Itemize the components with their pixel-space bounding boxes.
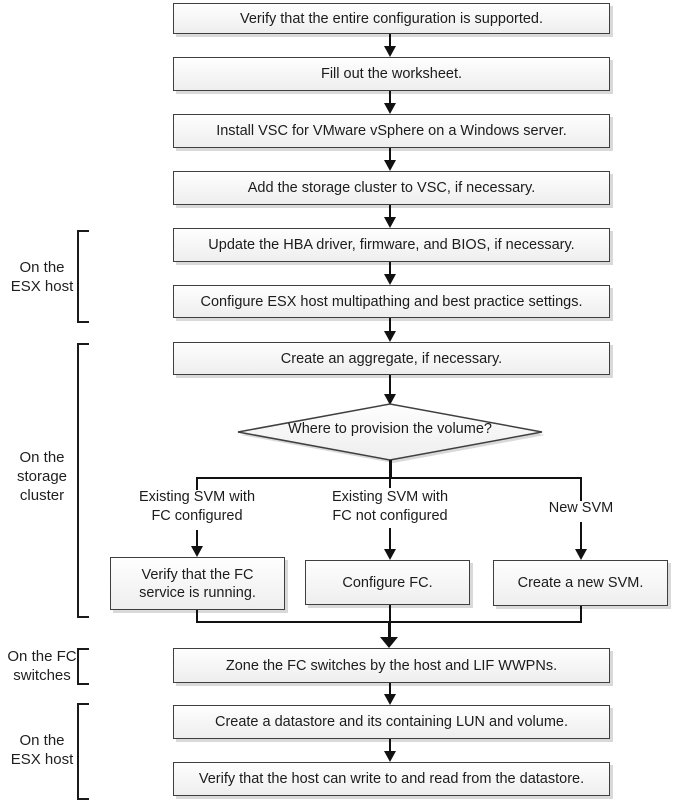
step-box-install-vsc: Install VSC for VMware vSphere on a Wind…	[173, 114, 610, 148]
connector-line	[196, 530, 198, 547]
connector-line	[389, 739, 391, 751]
branch-label-existing-svm-fc-configured: Existing SVM with FC configured	[138, 489, 256, 524]
connector-line	[580, 606, 582, 623]
arrow-down-icon	[384, 331, 396, 342]
arrow-down-icon	[384, 751, 396, 762]
arrow-down-icon	[384, 160, 396, 171]
connector-line	[389, 375, 391, 395]
arrow-down-icon	[384, 103, 396, 114]
step-box-configure-multipathing: Configure ESX host multipathing and best…	[173, 285, 610, 318]
decision-diamond	[237, 403, 545, 463]
branch-label-existing-svm-fc-not-configured: Existing SVM with FC not configured	[331, 489, 449, 524]
arrow-down-icon	[384, 694, 396, 705]
side-label-fc-switches: On the FC switches	[7, 648, 77, 684]
arrow-down-icon	[384, 394, 396, 405]
bracket-esx-host-2	[77, 703, 89, 800]
arrow-down-icon	[575, 549, 587, 560]
action-box-configure-fc: Configure FC.	[305, 560, 470, 605]
step-box-update-hba: Update the HBA driver, firmware, and BIO…	[173, 228, 610, 262]
side-label-esx-host-1: On the ESX host	[10, 259, 74, 295]
step-box-verify-datastore-rw: Verify that the host can write to and re…	[173, 762, 610, 796]
arrow-down-icon	[384, 46, 396, 57]
action-box-create-new-svm: Create a new SVM.	[493, 560, 668, 606]
connector-line	[389, 262, 391, 275]
connector-line	[580, 477, 582, 501]
side-label-esx-host-2: On the ESX host	[10, 732, 74, 768]
action-box-verify-fc-service: Verify that the FC service is running.	[110, 557, 285, 610]
connector-line	[196, 477, 198, 490]
bracket-fc-switches	[77, 648, 89, 685]
connector-line	[389, 528, 391, 550]
decision-label: Where to provision the volume?	[288, 421, 492, 437]
step-box-zone-fc-switches: Zone the FC switches by the host and LIF…	[173, 648, 610, 683]
step-box-add-storage-cluster: Add the storage cluster to VSC, if neces…	[173, 171, 610, 205]
connector-line	[389, 460, 392, 479]
connector-line	[389, 148, 391, 161]
arrow-down-icon	[191, 546, 203, 557]
step-box-create-datastore: Create a datastore and its containing LU…	[173, 705, 610, 739]
bracket-storage-cluster	[77, 343, 89, 618]
branch-label-new-svm: New SVM	[548, 500, 614, 516]
connector-line	[196, 610, 198, 623]
arrow-down-icon	[384, 217, 396, 228]
connector-line	[389, 91, 391, 104]
step-box-fill-worksheet: Fill out the worksheet.	[173, 57, 610, 91]
connector-line	[389, 205, 391, 218]
step-box-create-aggregate: Create an aggregate, if necessary.	[173, 342, 610, 375]
diamond-shape	[237, 403, 543, 461]
connector-line	[580, 522, 582, 550]
connector-line	[389, 34, 391, 47]
connector-line	[389, 683, 391, 695]
connector-line	[388, 621, 391, 638]
arrow-down-icon	[384, 549, 396, 560]
connector-line	[389, 318, 391, 332]
connector-line	[389, 477, 391, 488]
arrow-down-icon	[380, 637, 398, 648]
bracket-esx-host-1	[77, 230, 89, 323]
connector-line	[389, 605, 391, 623]
side-label-storage-cluster: On the storage cluster	[16, 449, 68, 504]
step-box-verify-configuration: Verify that the entire configuration is …	[173, 3, 610, 34]
arrow-down-icon	[384, 274, 396, 285]
